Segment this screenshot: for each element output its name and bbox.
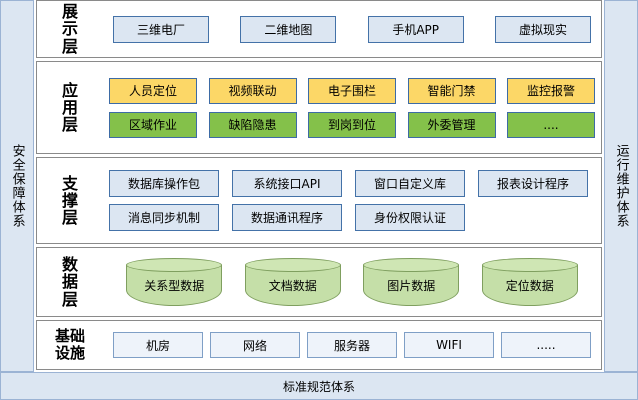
node-3d-plant[interactable]: 三维电厂 — [113, 15, 209, 43]
node-computer-room[interactable]: 机房 — [113, 332, 203, 358]
layer-support-body: 数据库操作包 系统接口API 窗口自定义库 报表设计程序 消息同步机制 数据通讯… — [103, 158, 601, 243]
node-system-interface-api[interactable]: 系统接口API — [232, 170, 342, 197]
node-outsourcing-management[interactable]: 外委管理 — [407, 111, 496, 138]
cylinder-top-ellipse — [126, 258, 223, 272]
application-row-1: 人员定位 视频联动 电子围栏 智能门禁 监控报警 — [109, 77, 595, 104]
layer-data-body: 关系型数据 文档数据 图片数据 定位数据 — [103, 248, 601, 316]
layer-presentation: 展示层 三维电厂 二维地图 手机APP 虚拟现实 — [36, 0, 602, 58]
application-row-2: 区域作业 缺陷隐患 到岗到位 外委管理 .... — [109, 111, 595, 138]
layer-support-label: 支撑层 — [61, 173, 78, 228]
left-sidebar-label: 安全保障体系 — [9, 144, 25, 228]
cylinder-top-ellipse — [481, 258, 578, 272]
node-virtual-reality[interactable]: 虚拟现实 — [494, 15, 591, 43]
node-monitoring-alarm[interactable]: 监控报警 — [507, 77, 595, 104]
node-personnel-positioning[interactable]: 人员定位 — [109, 77, 197, 104]
node-2d-map[interactable]: 二维地图 — [240, 15, 337, 43]
layer-infrastructure-body: 机房 网络 服务器 WIFI ..... — [103, 321, 601, 369]
layer-application-body: 人员定位 视频联动 电子围栏 智能门禁 监控报警 区域作业 缺陷隐患 到岗到位 … — [103, 62, 601, 153]
cylinder-label: 文档数据 — [268, 278, 317, 293]
node-message-sync-mechanism[interactable]: 消息同步机制 — [109, 204, 219, 231]
right-sidebar-ops-system: 运行维护体系 — [604, 0, 638, 372]
left-sidebar-security-system: 安全保障体系 — [0, 0, 34, 372]
node-mobile-app[interactable]: 手机APP — [367, 15, 464, 43]
cylinder-label: 关系型数据 — [144, 278, 205, 293]
layer-presentation-body: 三维电厂 二维地图 手机APP 虚拟现实 — [103, 1, 601, 57]
presentation-row-1: 三维电厂 二维地图 手机APP 虚拟现实 — [107, 15, 597, 43]
node-area-operation[interactable]: 区域作业 — [109, 111, 197, 138]
node-wifi[interactable]: WIFI — [404, 332, 494, 358]
cylinder-label: 定位数据 — [505, 278, 554, 293]
node-network[interactable]: 网络 — [210, 332, 300, 358]
layer-infrastructure-label: 基础设施 — [54, 327, 85, 362]
layer-support: 支撑层 数据库操作包 系统接口API 窗口自定义库 报表设计程序 消息同步机制 … — [36, 157, 602, 244]
layer-data-label: 数据层 — [61, 255, 78, 309]
layer-infrastructure: 基础设施 机房 网络 服务器 WIFI ..... — [36, 320, 602, 370]
node-defect-hazard[interactable]: 缺陷隐患 — [208, 111, 297, 138]
node-infrastructure-more[interactable]: ..... — [501, 332, 591, 358]
layer-application-label-cell: 应用层 — [37, 62, 103, 153]
cylinder-relational-data[interactable]: 关系型数据 — [126, 258, 223, 306]
node-window-custom-library[interactable]: 窗口自定义库 — [355, 170, 465, 197]
node-smart-access-control[interactable]: 智能门禁 — [407, 77, 496, 104]
layer-infrastructure-label-cell: 基础设施 — [37, 321, 103, 369]
node-video-linkage[interactable]: 视频联动 — [208, 77, 297, 104]
node-data-communication-program[interactable]: 数据通讯程序 — [232, 204, 342, 231]
node-application-more[interactable]: .... — [507, 111, 595, 138]
node-electronic-fence[interactable]: 电子围栏 — [308, 77, 396, 104]
layer-support-label-cell: 支撑层 — [37, 158, 103, 243]
node-on-post-in-place[interactable]: 到岗到位 — [308, 111, 396, 138]
layer-data: 数据层 关系型数据 文档数据 图片数据 — [36, 247, 602, 317]
cylinder-label: 图片数据 — [387, 278, 436, 293]
cylinder-top-ellipse — [244, 258, 341, 272]
layer-data-label-cell: 数据层 — [37, 248, 103, 316]
cylinder-top-ellipse — [363, 258, 460, 272]
cylinder-image-data[interactable]: 图片数据 — [363, 258, 460, 306]
layer-application: 应用层 人员定位 视频联动 电子围栏 智能门禁 监控报警 区域作业 缺陷隐患 到… — [36, 61, 602, 154]
layer-application-label: 应用层 — [61, 80, 78, 135]
layer-presentation-label-cell: 展示层 — [37, 1, 103, 57]
support-row-2: 消息同步机制 数据通讯程序 身份权限认证 — [109, 204, 595, 231]
bottom-bar-label: 标准规范体系 — [282, 379, 355, 394]
infrastructure-row-1: 机房 网络 服务器 WIFI ..... — [107, 332, 597, 358]
data-row-1: 关系型数据 文档数据 图片数据 定位数据 — [107, 258, 597, 306]
cylinder-positioning-data[interactable]: 定位数据 — [481, 258, 578, 306]
layer-presentation-label: 展示层 — [61, 2, 78, 56]
node-server[interactable]: 服务器 — [307, 332, 397, 358]
cylinder-document-data[interactable]: 文档数据 — [244, 258, 341, 306]
node-report-design-program[interactable]: 报表设计程序 — [478, 170, 588, 197]
right-sidebar-label: 运行维护体系 — [613, 144, 629, 228]
node-db-operation-package[interactable]: 数据库操作包 — [109, 170, 219, 197]
node-identity-authorization[interactable]: 身份权限认证 — [355, 204, 465, 231]
support-row-1: 数据库操作包 系统接口API 窗口自定义库 报表设计程序 — [109, 170, 595, 197]
bottom-bar-standards-system: 标准规范体系 — [0, 372, 638, 400]
